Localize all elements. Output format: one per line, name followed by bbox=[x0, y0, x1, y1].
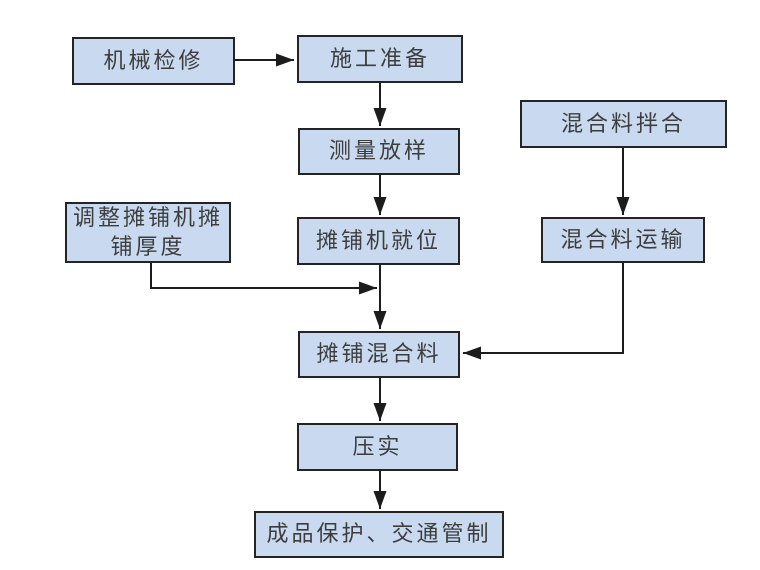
node-paving-mixture: 摊铺混合料 bbox=[298, 331, 460, 378]
node-paver-positioning: 摊铺机就位 bbox=[297, 217, 460, 265]
edge-adjust-thickness-to-paving-mixture bbox=[150, 263, 377, 295]
node-label: 机械检修 bbox=[103, 47, 204, 73]
node-adjust-thickness: 调整摊铺机摊铺厚度 bbox=[65, 202, 231, 263]
node-label: 调整摊铺机摊铺厚度 bbox=[72, 204, 223, 259]
node-label: 压实 bbox=[352, 433, 403, 459]
node-label: 测量放样 bbox=[328, 138, 429, 164]
node-mixture-mixing: 混合料拌合 bbox=[520, 100, 727, 148]
node-label: 摊铺混合料 bbox=[316, 341, 442, 367]
node-survey-layout: 测量放样 bbox=[298, 128, 460, 175]
node-label: 混合料运输 bbox=[560, 226, 686, 252]
node-label: 成品保护、交通管制 bbox=[266, 521, 492, 547]
node-compaction: 压实 bbox=[297, 423, 458, 471]
node-label: 摊铺机就位 bbox=[315, 227, 441, 253]
node-label: 施工准备 bbox=[329, 45, 430, 71]
node-product-protection: 成品保护、交通管制 bbox=[254, 511, 504, 558]
node-label: 混合料拌合 bbox=[560, 110, 686, 136]
node-machine-inspection: 机械检修 bbox=[72, 37, 235, 85]
node-mixture-transport: 混合料运输 bbox=[541, 217, 705, 263]
node-construction-prep: 施工准备 bbox=[297, 35, 463, 83]
edge-mixture-transport-to-paving-mixture bbox=[463, 263, 624, 360]
